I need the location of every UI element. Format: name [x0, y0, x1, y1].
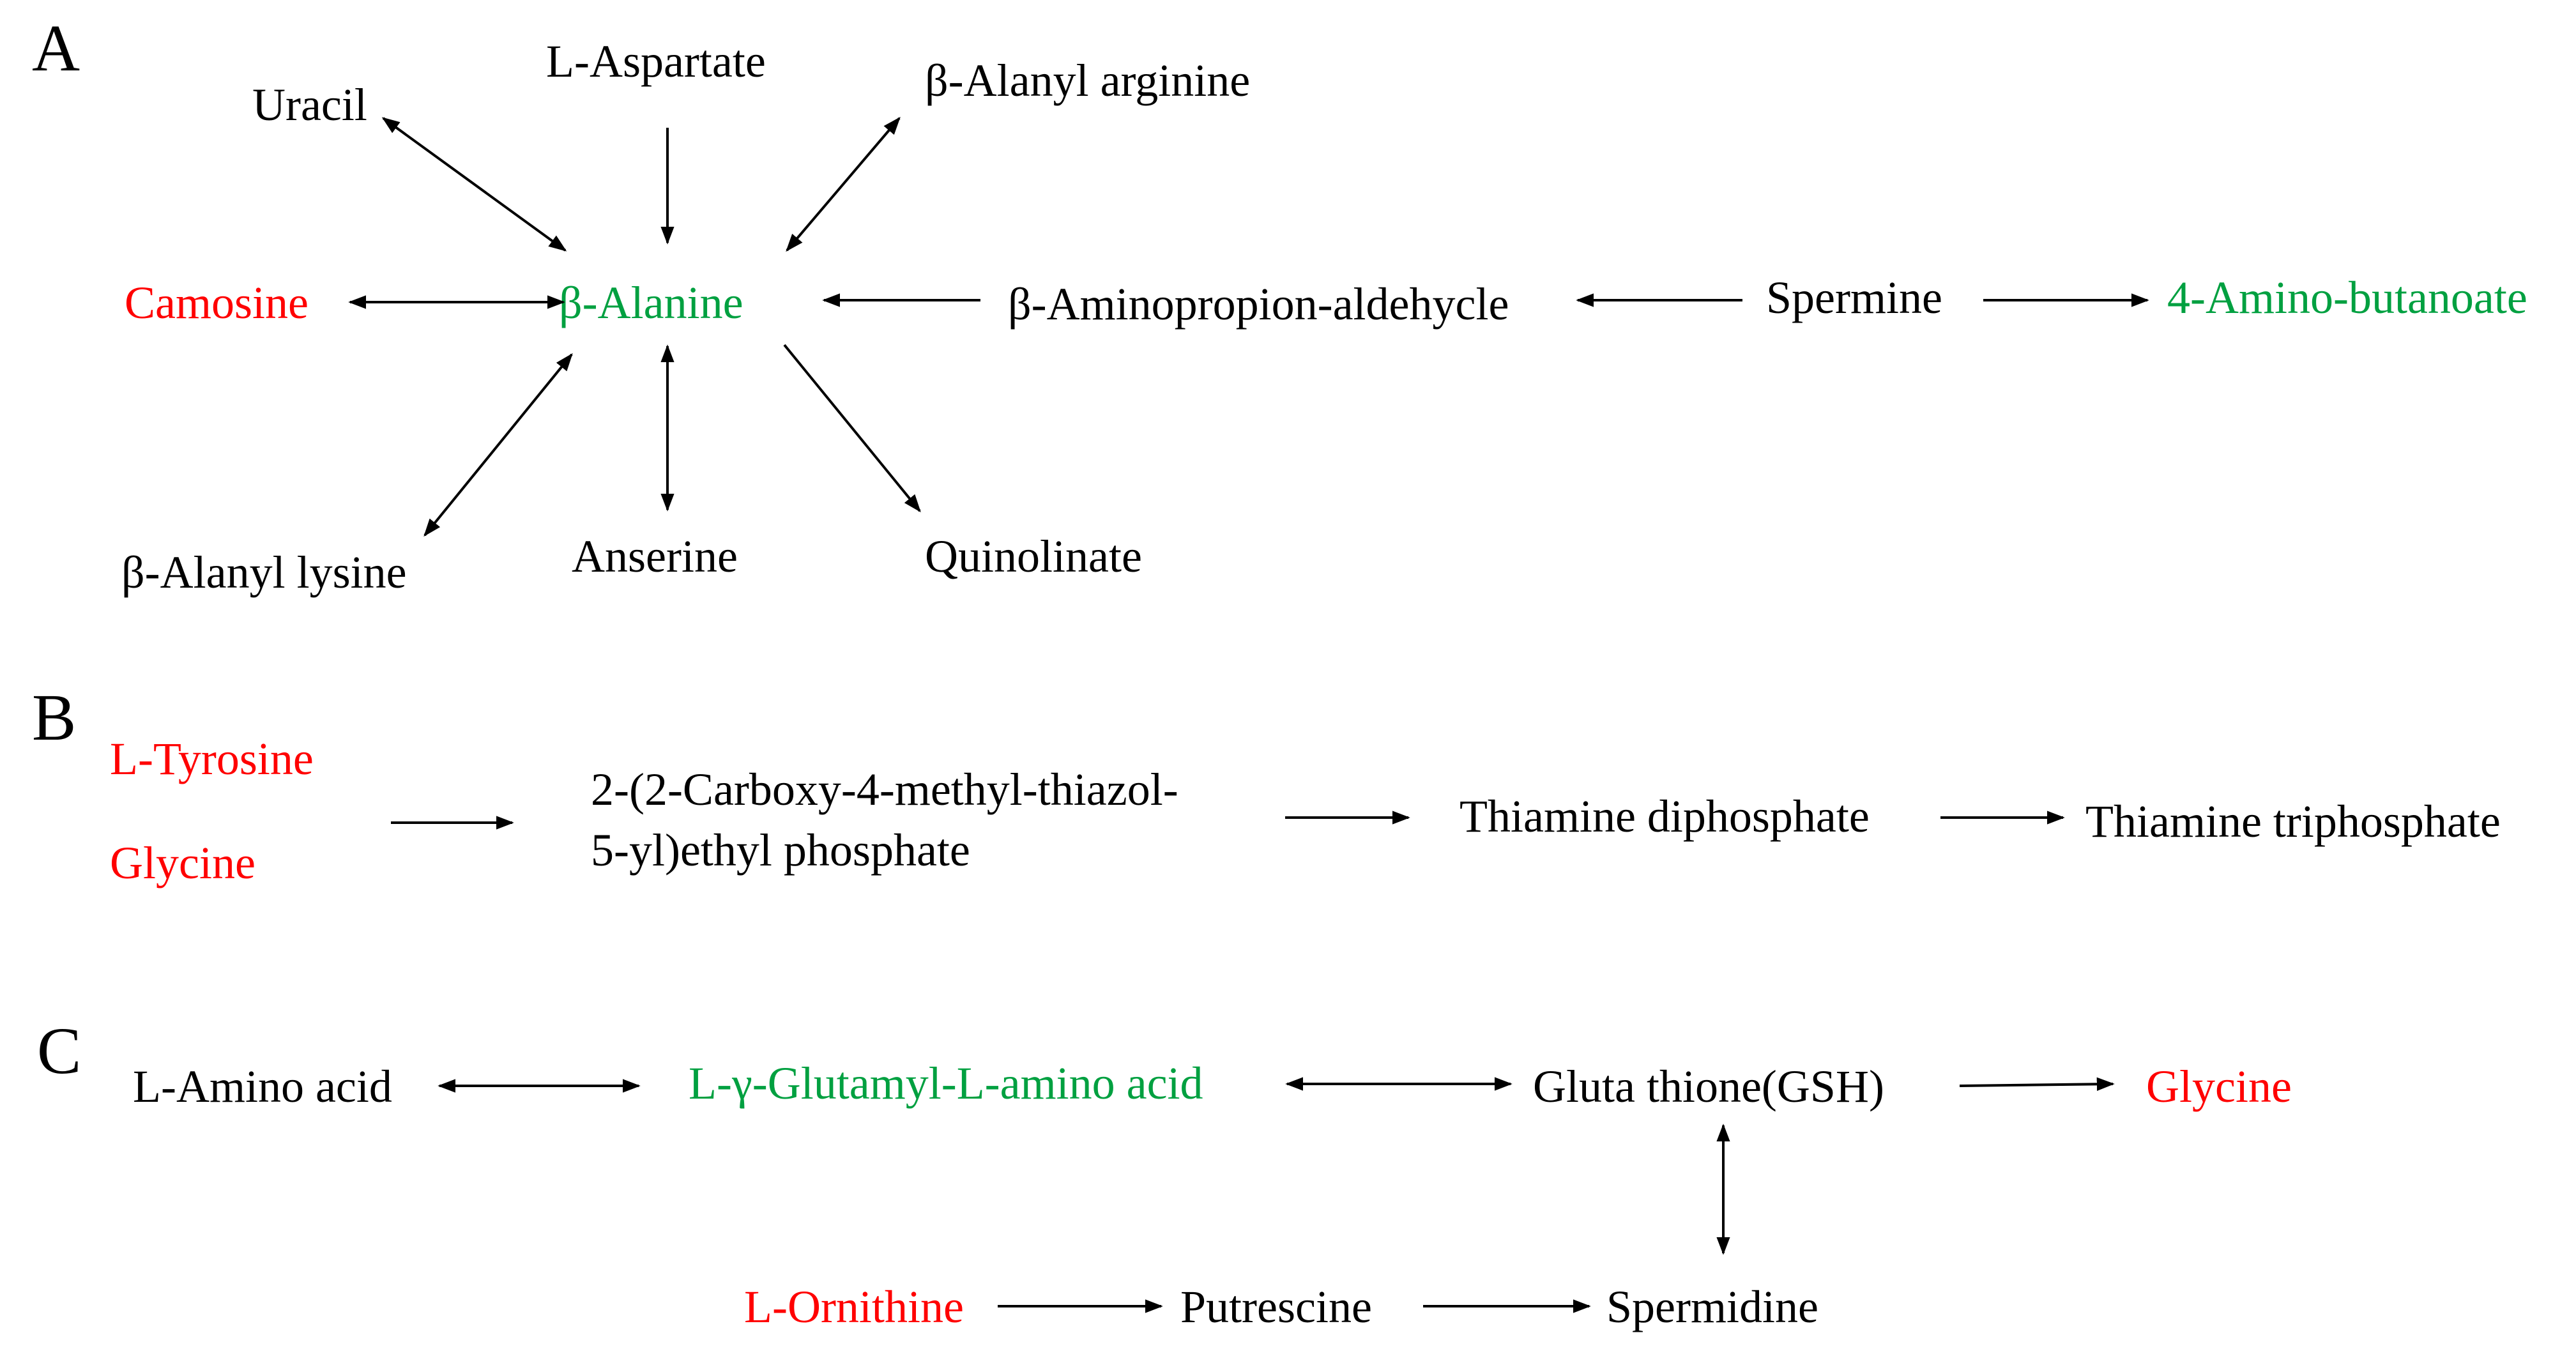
node-glycine-b: Glycine: [110, 837, 255, 888]
node-spermine: Spermine: [1766, 272, 1942, 323]
arrow-alanyl-arginine-alanine: [786, 116, 901, 252]
node-camosine: Camosine: [125, 277, 309, 328]
node-l-aspartate: L-Aspartate: [546, 36, 766, 87]
panel-b-label: B: [32, 681, 76, 754]
node-beta-alanyl-lysine: β-Alanyl lysine: [121, 547, 407, 598]
node-glutamyl-amino-acid: L-γ-Glutamyl-L-amino acid: [689, 1058, 1203, 1109]
node-4-amino-butanoate: 4-Amino-butanoate: [2167, 272, 2527, 323]
arrow-alanine-alanyl-lysine: [423, 353, 573, 537]
node-thiamine-triphosphate: Thiamine triphosphate: [2085, 796, 2501, 847]
node-l-tyrosine: L-Tyrosine: [110, 733, 314, 784]
node-thiamine-diphosphate: Thiamine diphosphate: [1459, 791, 1870, 842]
node-carboxy-thiazol-line2: 5-yl)ethyl phosphate: [591, 825, 970, 876]
arrow-glutathione-glycine: [1959, 1077, 2115, 1091]
panel-c-label: C: [37, 1014, 81, 1088]
node-l-amino-acid: L-Amino acid: [133, 1061, 392, 1112]
node-quinolinate: Quinolinate: [925, 531, 1142, 582]
node-glutathione: Gluta thione(GSH): [1533, 1061, 1884, 1112]
node-anserine: Anserine: [572, 531, 738, 582]
node-beta-aminopropion-aldehycle: β-Aminopropion-aldehycle: [1008, 278, 1509, 330]
arrow-alanine-quinolinate: [783, 344, 921, 513]
node-uracil: Uracil: [252, 79, 367, 130]
node-glycine-c: Glycine: [2146, 1061, 2292, 1112]
node-beta-alanyl-arginine: β-Alanyl arginine: [925, 55, 1250, 106]
node-spermidine: Spermidine: [1606, 1281, 1818, 1332]
node-putrescine: Putrescine: [1180, 1281, 1372, 1332]
node-l-ornithine: L-Ornithine: [744, 1281, 964, 1332]
node-carboxy-thiazol-line1: 2-(2-Carboxy-4-methyl-thiazol-: [591, 764, 1178, 815]
arrow-uracil-alanine: [381, 117, 567, 252]
node-beta-alanine: β-Alanine: [559, 277, 743, 328]
panel-a-label: A: [32, 11, 80, 85]
